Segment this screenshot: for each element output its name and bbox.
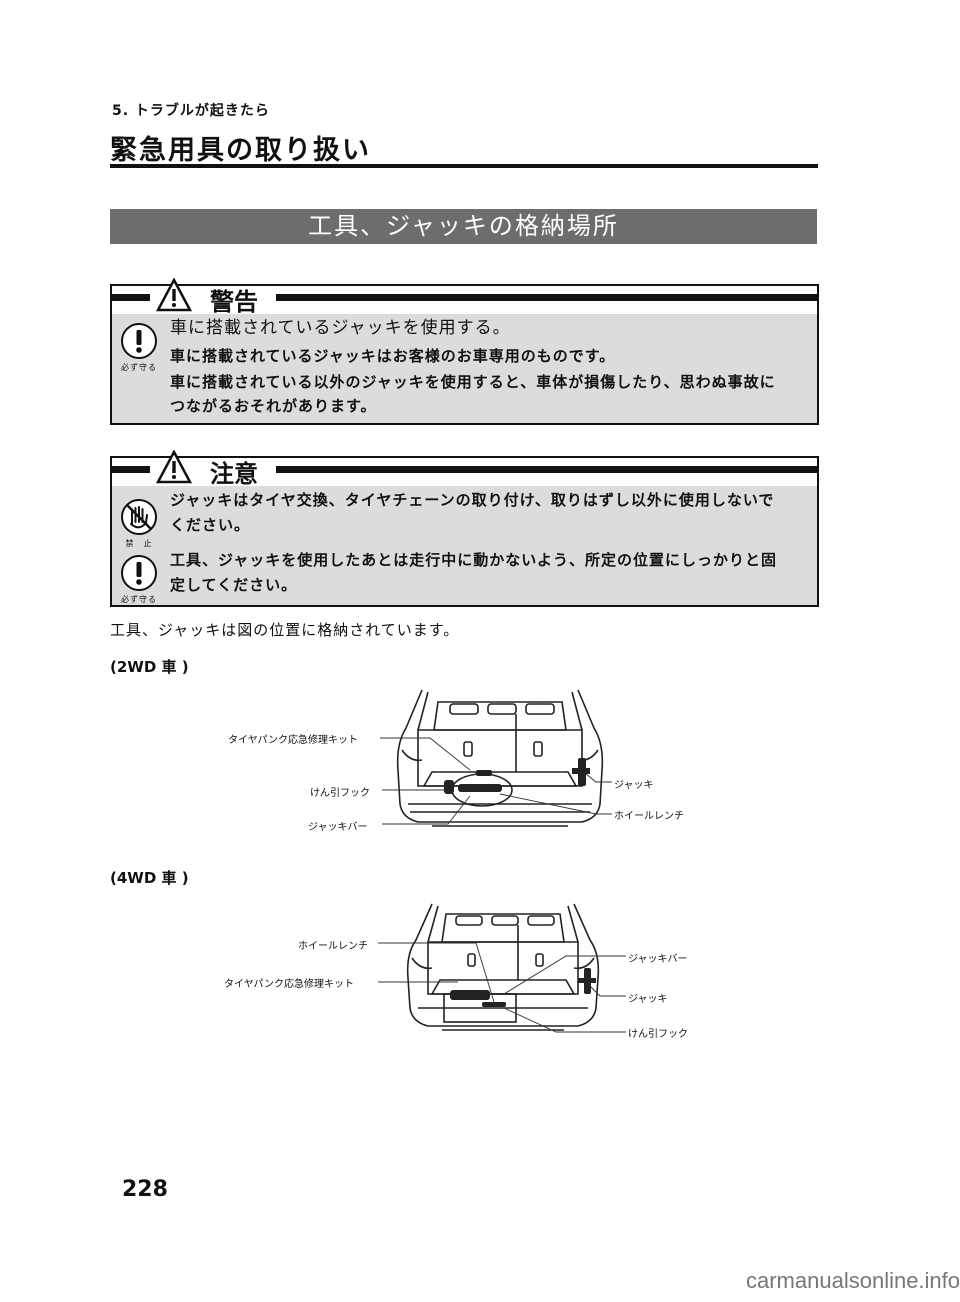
caution-header: 注意 <box>112 450 817 488</box>
prohibited-hand-icon <box>121 499 157 535</box>
car-2wd-illustration <box>396 689 604 827</box>
symbol-caption: 禁 止 <box>125 539 153 548</box>
label-repair-kit: タイヤパンク応急修理キット <box>224 979 354 990</box>
label-jack-bar: ジャッキバー <box>628 954 688 965</box>
caution-line: 定してください。 <box>170 576 298 594</box>
title-rule <box>110 164 818 168</box>
page-title: 緊急用具の取り扱い <box>110 135 371 166</box>
label-tow-hook: けん引フック <box>628 1029 688 1040</box>
symbol-caption: 必ず守る <box>121 595 157 604</box>
caution-triangle-icon <box>156 450 192 484</box>
must-follow-icon <box>121 555 157 591</box>
warning-label: 警告 <box>210 288 258 316</box>
label-tow-hook: けん引フック <box>310 788 370 799</box>
must-follow-symbol: 必ず守る <box>120 322 158 373</box>
footer-watermark: carmanualsonline.info <box>746 1268 960 1293</box>
figure-4wd-heading: (4WD 車 ) <box>110 869 189 887</box>
intro-text: 工具、ジャッキは図の位置に格納されています。 <box>110 621 460 639</box>
warning-lead: 車に搭載されているジャッキを使用する。 <box>170 318 511 338</box>
warning-line: 車に搭載されているジャッキはお客様のお車専用のものです。 <box>170 347 616 365</box>
caution-label: 注意 <box>210 460 258 488</box>
car-4wd-illustration <box>406 903 600 1031</box>
symbol-caption: 必ず守る <box>121 363 157 372</box>
caution-line: 工具、ジャッキを使用したあとは走行中に動かないよう、所定の位置にしっかりと固 <box>170 551 777 569</box>
label-wheel-wrench: ホイールレンチ <box>614 811 684 822</box>
label-jack: ジャッキ <box>614 780 654 791</box>
caution-line: ジャッキはタイヤ交換、タイヤチェーンの取り付け、取りはずし以外に使用しないで <box>170 491 775 509</box>
label-jack-bar: ジャッキバー <box>308 822 368 833</box>
figure-2wd-heading: (2WD 車 ) <box>110 658 189 676</box>
label-wheel-wrench: ホイールレンチ <box>298 941 368 952</box>
warning-header: 警告 <box>112 278 817 316</box>
section-title-bar: 工具、ジャッキの格納場所 <box>110 209 817 244</box>
warning-box: 警告 必ず守る 車に搭載されているジャッキを使用する。 車に搭載されているジャッ… <box>110 278 819 425</box>
chapter-heading: 5. トラブルが起きたら <box>112 103 270 119</box>
warning-line: つながるおそれがあります。 <box>170 397 377 415</box>
label-repair-kit: タイヤパンク応急修理キット <box>228 735 358 746</box>
warning-line: 車に搭載されている以外のジャッキを使用すると、車体が損傷したり、思わぬ事故に <box>170 373 776 391</box>
prohibited-symbol: 禁 止 <box>120 498 158 549</box>
caution-box: 注意 禁 止 ジャッキはタイヤ交換、タイヤチェーンの取り付け、取りはずし以外に使… <box>110 450 819 607</box>
caution-line: ください。 <box>170 516 251 534</box>
label-jack: ジャッキ <box>628 994 668 1005</box>
must-follow-icon <box>121 323 157 359</box>
warning-triangle-icon <box>156 278 192 312</box>
page-number: 228 <box>122 1177 168 1202</box>
must-follow-symbol: 必ず守る <box>120 554 158 605</box>
